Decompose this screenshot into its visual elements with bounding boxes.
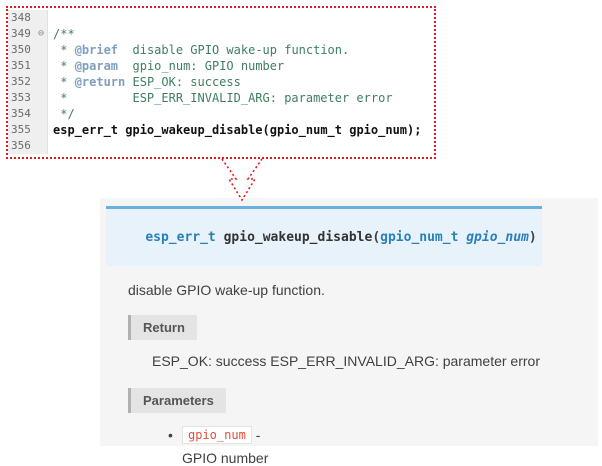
line-number: 350 (8, 42, 35, 58)
code-params: (gpio_num_t gpio_num); (262, 123, 422, 137)
line-number: 349 (8, 26, 35, 42)
code-line: 354 */ (8, 106, 434, 122)
fold-column (35, 106, 48, 122)
comment-text: disable GPIO wake-up function. (118, 43, 350, 57)
code-editor-snippet: 348 349 ⊖ /** 350 * @brief disable GPIO … (6, 6, 436, 159)
code-text (48, 10, 53, 26)
line-number: 355 (8, 122, 35, 138)
comment-text: * (53, 75, 75, 89)
code-line: 350 * @brief disable GPIO wake-up functi… (8, 42, 434, 58)
comment-text: ESP_OK: success (125, 75, 241, 89)
comment-text: * (53, 43, 75, 57)
code-line: 356 (8, 138, 434, 154)
code-text (48, 138, 53, 154)
line-number: 356 (8, 138, 35, 154)
code-text: */ (48, 106, 75, 122)
comment-text: */ (53, 107, 75, 121)
code-text: esp_err_t gpio_wakeup_disable(gpio_num_t… (48, 122, 421, 138)
param-type-link[interactable]: gpio_num_t (380, 230, 467, 245)
annotation-arrow-down-icon (216, 158, 268, 202)
code-text: * @brief disable GPIO wake-up function. (48, 42, 349, 58)
fold-column (35, 138, 48, 154)
code-text: * @return ESP_OK: success (48, 74, 241, 90)
code-line: 355 esp_err_t gpio_wakeup_disable(gpio_n… (8, 122, 434, 138)
code-line: 352 * @return ESP_OK: success (8, 74, 434, 90)
fold-column (35, 74, 48, 90)
comment-text: * ESP_ERR_INVALID_ARG: parameter error (53, 91, 393, 105)
parameters-list: • gpio_num - GPIO number (168, 426, 578, 466)
bullet-icon: • (168, 427, 173, 443)
fold-column (35, 58, 48, 74)
line-number: 348 (8, 10, 35, 26)
code-line: 349 ⊖ /** (8, 26, 434, 42)
doc-body: disable GPIO wake-up function. Return ES… (100, 266, 598, 466)
doxygen-tag: @param (74, 59, 119, 73)
code-text: * @param gpio_num: GPIO number (48, 58, 284, 74)
code-text: /** (48, 26, 75, 42)
line-number: 354 (8, 106, 35, 122)
fold-column (35, 90, 48, 106)
function-name: gpio_wakeup_disable (223, 230, 373, 245)
line-number: 353 (8, 90, 35, 106)
return-heading: Return (128, 315, 197, 340)
doxygen-tag: @return (74, 75, 126, 89)
list-item: • gpio_num - GPIO number (168, 426, 578, 466)
comment-text: gpio_num: GPIO number (118, 59, 285, 73)
parameters-heading: Parameters (128, 388, 226, 413)
line-number: 351 (8, 58, 35, 74)
return-type-link[interactable]: esp_err_t (145, 230, 224, 245)
fold-minus-icon[interactable]: ⊖ (35, 26, 48, 42)
open-paren: ( (372, 230, 381, 245)
param-code: gpio_num (182, 426, 252, 444)
return-text: ESP_OK: success ESP_ERR_INVALID_ARG: par… (152, 353, 540, 369)
param-description: GPIO number (182, 450, 269, 466)
code-line: 351 * @param gpio_num: GPIO number (8, 58, 434, 74)
fold-column (35, 10, 48, 26)
close-paren: ) (528, 230, 537, 245)
function-description: disable GPIO wake-up function. (128, 282, 325, 298)
function-signature: esp_err_t gpio_wakeup_disable(gpio_num_t… (106, 206, 542, 266)
param-name: gpio_num (466, 230, 529, 245)
param-dash: - (255, 427, 261, 443)
comment-text: * (53, 59, 75, 73)
fold-column (35, 122, 48, 138)
function-name-code: gpio_wakeup_disable (125, 123, 263, 137)
code-keyword: esp_err_t (53, 123, 126, 137)
doc-panel: esp_err_t gpio_wakeup_disable(gpio_num_t… (100, 198, 598, 466)
doxygen-tag: @brief (74, 43, 119, 57)
line-number: 352 (8, 74, 35, 90)
code-text: * ESP_ERR_INVALID_ARG: parameter error (48, 90, 393, 106)
comment-text: /** (53, 27, 75, 41)
code-line: 348 (8, 10, 434, 26)
fold-column (35, 42, 48, 58)
code-line: 353 * ESP_ERR_INVALID_ARG: parameter err… (8, 90, 434, 106)
